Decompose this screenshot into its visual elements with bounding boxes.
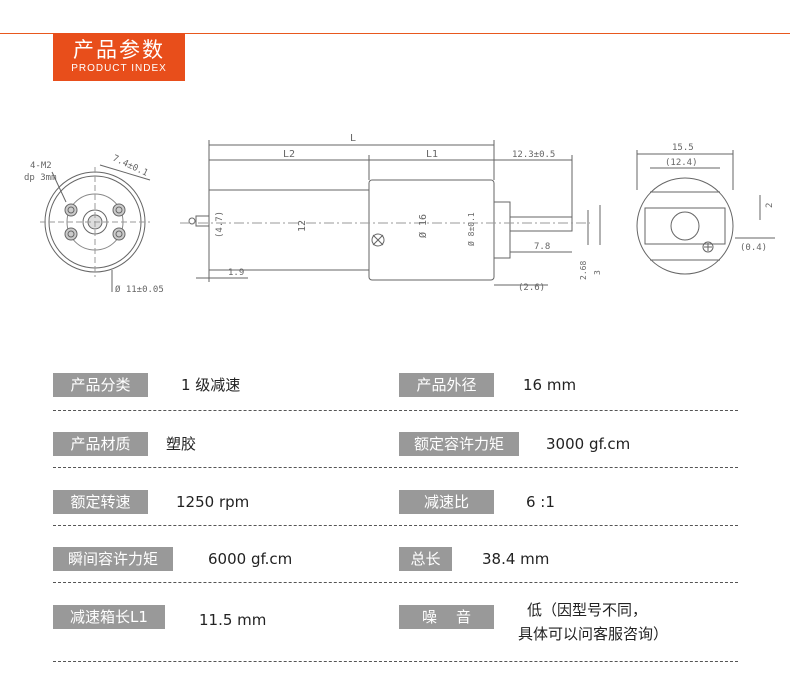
spec-label: 额定转速 (53, 490, 148, 514)
spec-label: 噪 音 (399, 605, 494, 629)
row-divider (53, 661, 738, 662)
end-view (636, 150, 775, 275)
motor-technical-drawing: 4-M2 dp 3mm 7.4±0.1 Ø 11±0.05 L L2 L1 12… (24, 133, 775, 295)
spec-value-line2: 具体可以问客服咨询） (518, 625, 669, 643)
front-label-diameter: Ø 11±0.05 (115, 284, 164, 295)
dim-12: 12 (297, 220, 308, 232)
spec-value: 6 :1 (526, 493, 555, 511)
front-label-thread: 4-M2 (30, 161, 52, 171)
dim-diameter-8: Ø 8±0.1 (466, 212, 476, 246)
row-divider (53, 467, 738, 468)
spec-value: 1 级减速 (181, 376, 241, 394)
dim-shaft-length: 12.3±0.5 (512, 150, 555, 160)
spec-label: 产品外径 (399, 373, 494, 397)
spec-value: 11.5 mm (199, 611, 267, 629)
spec-row-4: 瞬间容许力矩 6000 gf.cm 总长 38.4 mm (53, 547, 738, 595)
end-width: 15.5 (672, 143, 694, 153)
front-label-spacing: 7.4±0.1 (111, 154, 150, 179)
spec-value: 1250 rpm (176, 493, 250, 511)
spec-label: 产品材质 (53, 432, 148, 456)
side-view (180, 140, 601, 286)
spec-value: 16 mm (523, 376, 577, 394)
end-flat-2: 2 (765, 203, 775, 208)
spec-label: 额定容许力矩 (399, 432, 519, 456)
dim-1-9: 1.9 (228, 268, 244, 278)
spec-row-3: 额定转速 1250 rpm 减速比 6 :1 (53, 490, 738, 538)
front-label-depth: dp 3mm (24, 173, 57, 183)
spec-value: 38.4 mm (482, 550, 550, 568)
section-title-badge: 产品参数 PRODUCT INDEX (53, 33, 185, 81)
dim-2-68: 2.68 (579, 261, 588, 280)
spec-value: 塑胶 (166, 435, 197, 453)
row-divider (53, 525, 738, 526)
spec-label: 总长 (399, 547, 452, 571)
section-title: 产品参数 (73, 38, 165, 62)
dim-4-7: (4.7) (215, 211, 225, 238)
spec-label: 减速比 (399, 490, 494, 514)
front-view (40, 164, 151, 292)
spec-row-2: 产品材质 塑胶 额定容许力矩 3000 gf.cm (53, 432, 738, 480)
dim-total-length: L (350, 133, 356, 144)
dim-diameter-16: Ø 16 (417, 214, 429, 238)
spec-value-line1: 低（因型号不同， (527, 601, 648, 619)
dim-3: 3 (593, 270, 602, 275)
spec-value: 6000 gf.cm (208, 550, 293, 568)
spec-label: 产品分类 (53, 373, 148, 397)
dim-l2: L2 (283, 149, 295, 160)
spec-row-5: 减速箱长L1 11.5 mm 噪 音 低（因型号不同， 具体可以问客服咨询） (53, 601, 738, 663)
spec-value: 3000 gf.cm (546, 435, 631, 453)
section-subtitle: PRODUCT INDEX (71, 63, 167, 74)
end-offset: (0.4) (740, 243, 767, 253)
dim-7-8: 7.8 (534, 242, 550, 252)
header-divider (0, 33, 790, 34)
spec-label: 减速箱长L1 (53, 605, 165, 629)
row-divider (53, 582, 738, 583)
dim-2-6: (2.6) (518, 283, 545, 293)
dim-l1: L1 (426, 149, 438, 160)
spec-row-1: 产品分类 1 级减速 产品外径 16 mm (53, 373, 738, 421)
end-inner-width: (12.4) (665, 158, 698, 168)
row-divider (53, 410, 738, 411)
spec-label: 瞬间容许力矩 (53, 547, 173, 571)
